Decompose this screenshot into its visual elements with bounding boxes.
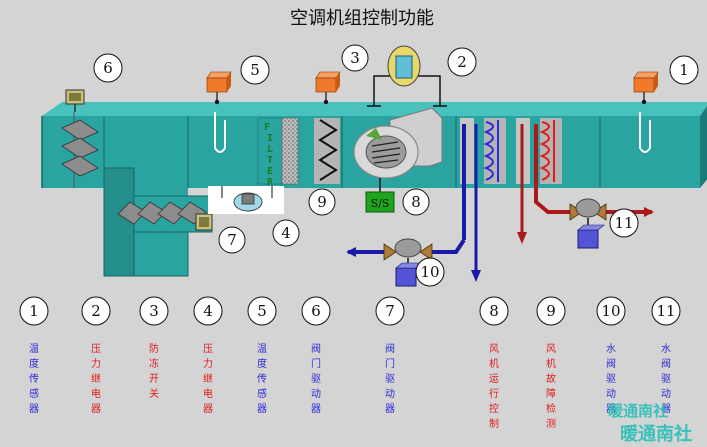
callout-number-3: 3 [350,49,360,67]
callout-circle-10 [415,257,445,287]
filter-label: F [264,122,270,133]
outside-air-damper [61,112,99,188]
diagram-title: 空调机组控制功能 [290,8,434,29]
legend-number-7: 7 [385,302,395,320]
callout-number-11: 11 [614,214,633,232]
callout-markers: 1 2 3 4 5 6 7 8 9 10 11 [93,44,699,287]
filter-label-letter: E [267,166,273,177]
temp-sensor-1-icon [633,71,659,105]
legend-label-2: 压力继电器 [91,343,101,415]
legend-number-4: 4 [203,302,213,320]
callout-number-8: 8 [411,193,421,211]
callout-number-4: 4 [281,224,291,242]
callout-circle-4 [272,219,300,247]
callout-number-1: 1 [679,61,689,79]
legend-circle-6 [301,296,331,326]
legend-circle-11 [651,296,681,326]
legend-circle-2 [81,296,111,326]
callout-circle-9 [308,188,336,216]
legend-number-1: 1 [29,302,39,320]
legend-circle-9 [536,296,566,326]
chilled-water-piping [346,124,481,282]
filter-label-letter: I [267,133,273,144]
damper-actuator-6-icon [65,89,85,112]
callout-circle-8 [402,188,430,216]
legend-label-10: 水阀驱动器 [606,343,616,415]
callout-circle-11 [609,208,639,238]
freeze-switch-3-icon [315,71,341,105]
water-valve-11-icon [569,198,607,249]
watermark-line-1: 暖通南社 [608,402,668,420]
callout-circle-3 [341,44,369,72]
legend-label-4: 压力继电器 [203,343,213,415]
legend-number-2: 2 [91,302,101,320]
legend-label-5: 温度传感器 [257,343,267,415]
temp-probe-1 [639,112,651,153]
legend-circle-1 [19,296,49,326]
water-valve-10-icon [383,238,433,287]
start-stop-box [365,191,395,213]
callout-circle-7 [218,226,246,254]
legend-number-6: 6 [311,302,321,320]
legend-circle-4 [193,296,223,326]
legend-circle-3 [139,296,169,326]
damper-actuator-7-icon [195,213,213,231]
return-air-damper [117,201,207,225]
filter-mesh [281,117,299,185]
hot-water-piping [517,124,654,244]
fan-start-stop: S/S [365,178,395,213]
pressure-switch-2-icon [367,45,447,107]
legend: 1 温度传感器 2 压力继电器 3 防冻开关 4 压力继电器 5 温度传感器 6 阀门驱动器 7 阀门驱动… [19,296,681,430]
callout-number-6: 6 [103,59,113,77]
legend-number-9: 9 [546,302,556,320]
legend-circle-5 [247,296,277,326]
callout-number-7: 7 [227,231,237,249]
temp-sensor-5-icon [206,71,232,105]
freeze-protection-coil [314,118,340,184]
legend-circle-8 [479,296,509,326]
legend-label-6: 阀门驱动器 [311,342,321,415]
legend-circle-7 [375,296,405,326]
callout-circle-2 [447,47,477,77]
callout-circle-1 [669,55,699,85]
legend-number-11: 11 [656,302,675,320]
callout-circle-6 [93,53,123,83]
duct-end-face [700,106,707,188]
legend-number-5: 5 [257,302,267,320]
pressure-switch-4 [208,186,284,214]
callout-number-9: 9 [317,193,327,211]
callout-number-2: 2 [457,53,467,71]
watermark-line-2: 暖通南社 [620,423,692,445]
legend-label-9: 风机故障检测 [546,343,556,430]
filter-label-letter: T [267,155,273,166]
watermark: 暖通南社 暖通南社 [608,402,692,445]
legend-label-3: 防冻开关 [149,342,159,400]
legend-label-11: 水阀驱动器 [661,343,671,415]
legend-number-3: 3 [149,302,159,320]
legend-number-8: 8 [489,302,499,320]
callout-number-10: 10 [420,263,439,281]
callout-number-5: 5 [250,61,260,79]
legend-label-7: 阀门驱动器 [385,342,395,415]
filter-label-letter: R [267,177,274,188]
filter-label-letter: L [267,144,273,155]
legend-circle-10 [596,296,626,326]
duct-top-face [42,102,707,116]
legend-number-10: 10 [601,302,620,320]
start-stop-label: S/S [371,197,390,210]
legend-label-1: 温度传感器 [29,343,39,415]
supply-fan-icon [353,107,443,179]
temp-probe-5 [214,112,226,153]
legend-label-8: 风机运行控制 [489,343,499,430]
callout-circle-5 [240,55,270,85]
